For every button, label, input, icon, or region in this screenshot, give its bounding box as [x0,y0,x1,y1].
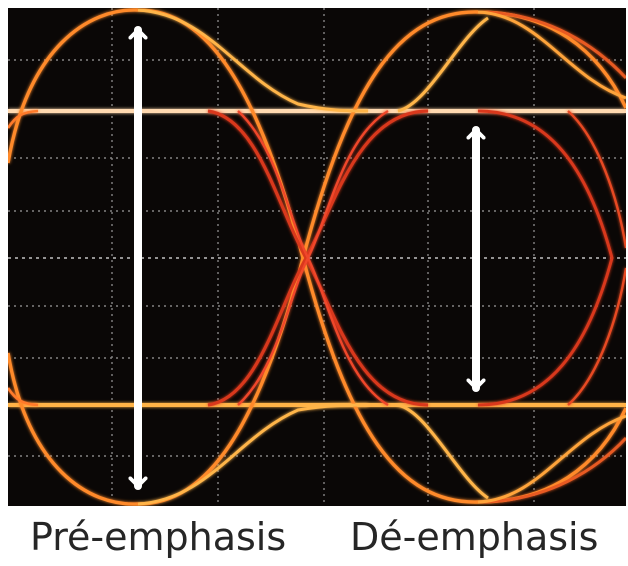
de-emphasis-label: Dé-emphasis [350,515,599,559]
pre-emphasis-label: Pré-emphasis [30,515,287,559]
eye-diagram-svg [8,8,626,506]
eye-diagram [8,8,626,506]
level-lines [8,109,626,407]
amplitude-arrows [128,26,486,490]
eye-traces [8,8,626,506]
grid [8,8,626,506]
